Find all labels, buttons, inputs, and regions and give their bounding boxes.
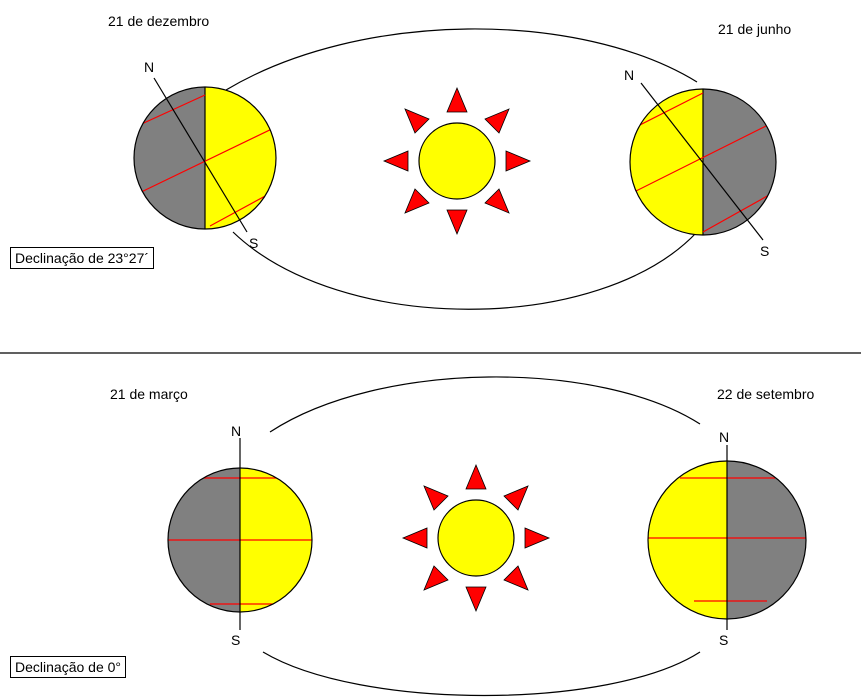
date-label-september: 22 de setembro xyxy=(717,386,814,402)
orbit-bottom-lower-arc xyxy=(262,651,701,697)
declination-label-bottom: Declinação de 0° xyxy=(10,656,126,678)
top-panel: N S N S 21 de dezembro 21 de junho xyxy=(108,13,791,310)
pole-north-label: N xyxy=(144,59,154,75)
date-label-june: 21 de junho xyxy=(718,21,791,37)
pole-north-label: N xyxy=(719,429,729,445)
earth-axis xyxy=(640,82,764,241)
earth-axis xyxy=(153,77,248,233)
earth-september: N S xyxy=(647,429,807,648)
earth-march: N S xyxy=(167,423,313,648)
sun-icon xyxy=(382,86,532,236)
pole-north-label: N xyxy=(231,423,241,439)
declination-label-top: Declinação de 23°27´ xyxy=(10,247,155,269)
pole-north-label: N xyxy=(624,67,634,83)
pole-south-label: S xyxy=(760,243,769,259)
bottom-panel: N S N S 21 de março 22 de setembro xyxy=(110,376,814,697)
earth-december: N S xyxy=(133,59,277,251)
date-label-march: 21 de março xyxy=(110,386,188,402)
earth-june: N S xyxy=(624,67,777,259)
pole-south-label: S xyxy=(719,632,728,648)
orbit-top-lower-arc xyxy=(232,231,698,310)
pole-south-label: S xyxy=(231,632,240,648)
orbit-bottom-upper-arc xyxy=(269,376,701,433)
orbit-top-upper-arc xyxy=(225,28,698,91)
pole-south-label: S xyxy=(249,235,258,251)
sun-icon xyxy=(401,463,551,613)
date-label-december: 21 de dezembro xyxy=(108,13,209,29)
